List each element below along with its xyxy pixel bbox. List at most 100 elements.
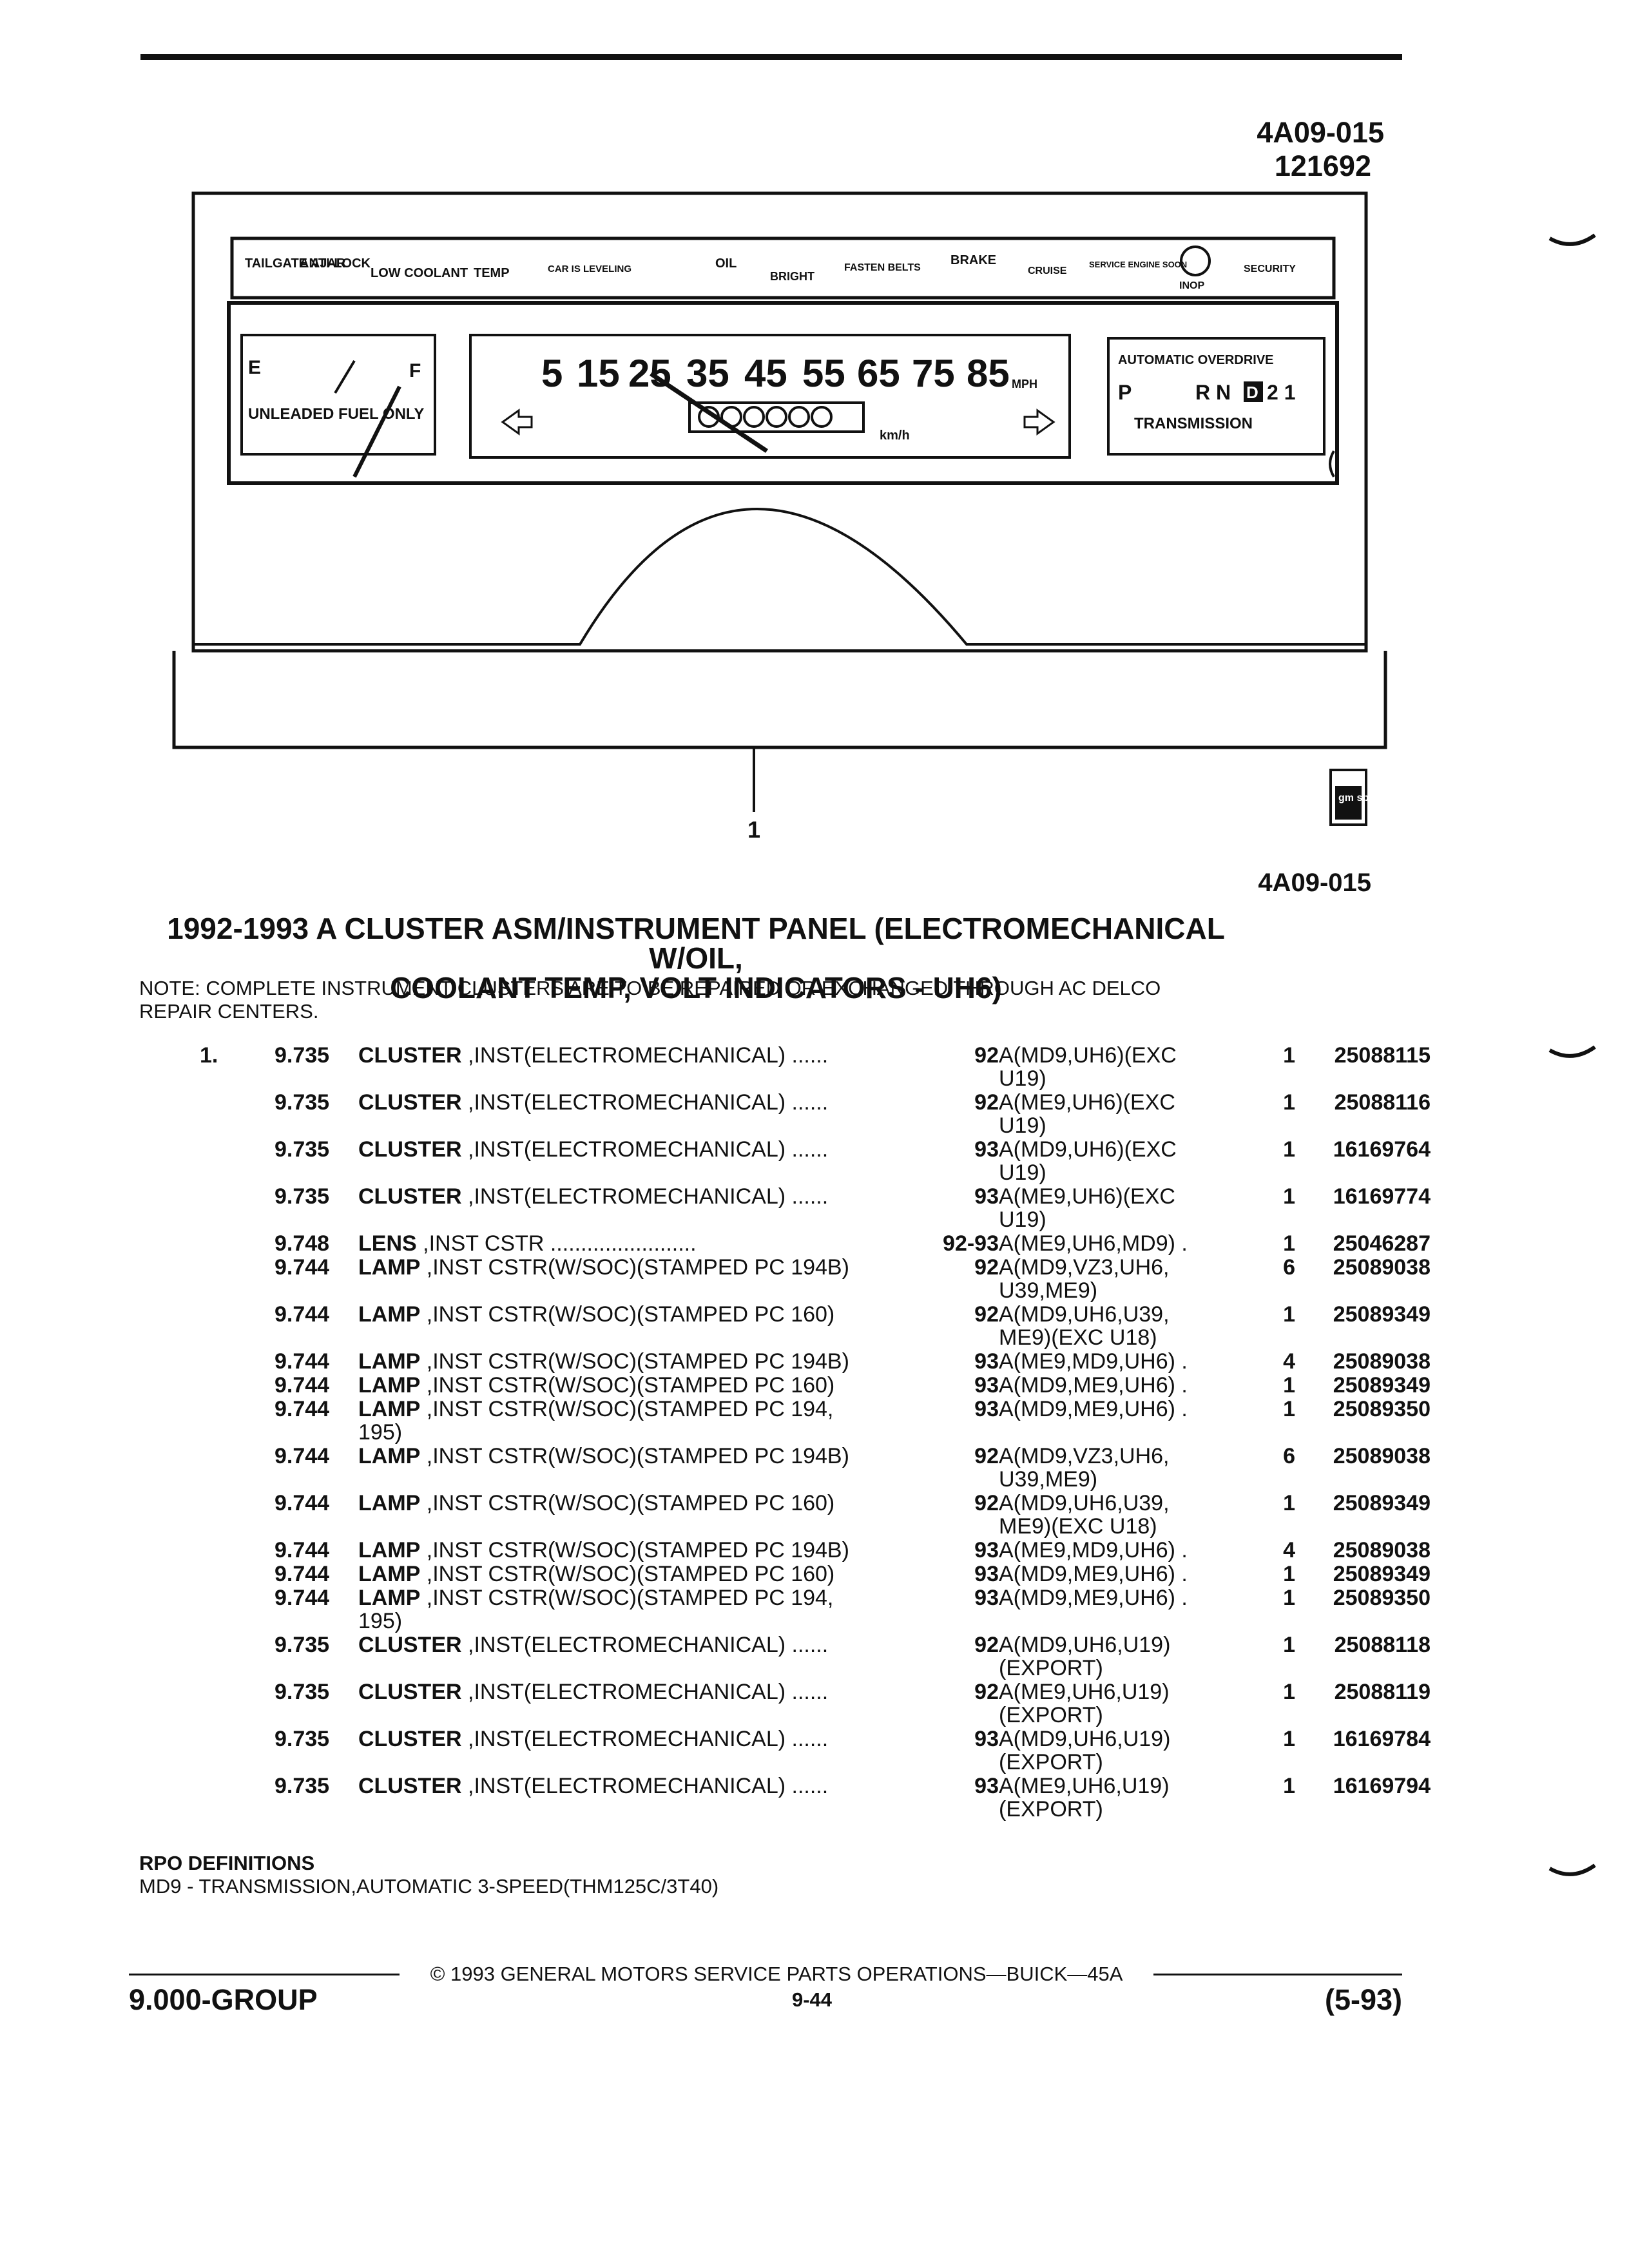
part-detail: ,INST CSTR(W/SOC)(STAMPED PC 194B) (426, 1538, 849, 1562)
indicator-antilock: ANTI-LOCK (300, 256, 371, 271)
gm-spo-logo: gm spo (1329, 769, 1375, 826)
quantity: 1 (1283, 1774, 1295, 1798)
part-name: LAMP (358, 1255, 421, 1280)
group-number: 9.744 (275, 1586, 330, 1610)
indicator-security: SECURITY (1244, 264, 1296, 274)
usage: A(MD9,UH6)(EXC U19) (999, 1137, 1177, 1185)
part-description: LAMP ,INST CSTR(W/SOC)(STAMPED PC 194B) (358, 1350, 1035, 1373)
part-detail: ,INST(ELECTROMECHANICAL) ...... (468, 1774, 829, 1798)
model-year: 92-93 (943, 1231, 999, 1256)
part-number: 25089349 (1333, 1302, 1431, 1327)
speed-65: 65 (857, 352, 900, 395)
part-description: CLUSTER ,INST(ELECTROMECHANICAL) ...... (358, 1091, 1035, 1114)
indicator-row: TAILGATE AJAR ANTI-LOCK LOW COOLANT TEMP… (245, 245, 1296, 291)
part-number: 16169774 (1333, 1184, 1431, 1209)
note: NOTE: COMPLETE INSTRUMENT CLUSTERS ARE T… (139, 977, 1364, 1023)
part-name: CLUSTER (358, 1184, 462, 1209)
speed-unit-kmh: km/h (880, 428, 910, 443)
part-number: 25089350 (1333, 1397, 1431, 1421)
rpo-heading: RPO DEFINITIONS (139, 1852, 315, 1874)
usage: A(MD9,UH6,U19) (EXPORT) (999, 1727, 1171, 1774)
indicator-cruise: CRUISE (1028, 265, 1067, 276)
indicator-leveling: CAR IS LEVELING (548, 264, 631, 274)
usage: A(ME9,UH6)(EXC U19) (999, 1090, 1175, 1138)
speed-45: 45 (744, 352, 787, 395)
quantity: 6 (1283, 1255, 1295, 1280)
indicator-tailgate: TAILGATE AJAR (245, 256, 346, 271)
usage: A(ME9,UH6,U19) (EXPORT) (999, 1680, 1170, 1727)
model-year: 93 (974, 1137, 999, 1162)
figure-date: 121692 (1274, 149, 1371, 182)
part-detail: ,INST CSTR(W/SOC)(STAMPED PC 194, 195) (358, 1586, 834, 1633)
svg-text:D: D (1246, 383, 1258, 402)
group-number: 9.735 (275, 1137, 330, 1162)
usage: A(ME9,MD9,UH6) . (999, 1349, 1188, 1374)
part-number: 25089349 (1333, 1491, 1431, 1515)
group-number: 9.744 (275, 1491, 330, 1515)
part-detail: ,INST CSTR(W/SOC)(STAMPED PC 160) (426, 1562, 835, 1586)
group-number: 9.744 (275, 1538, 330, 1562)
binding-mark (1548, 1045, 1596, 1058)
part-detail: ,INST CSTR(W/SOC)(STAMPED PC 194B) (426, 1444, 849, 1468)
part-description: CLUSTER ,INST(ELECTROMECHANICAL) ...... (358, 1138, 1035, 1161)
indicator-bright: BRIGHT (770, 270, 815, 283)
quantity: 1 (1283, 1043, 1295, 1068)
parts-row: 9.744 LAMP ,INST CSTR(W/SOC)(STAMPED PC 1… (148, 1444, 1431, 1491)
usage: A(MD9,UH6,U39, ME9)(EXC U18) (999, 1491, 1170, 1539)
quantity: 1 (1283, 1586, 1295, 1610)
group-number: 9.744 (275, 1302, 330, 1327)
footer-page-number: 9-44 (791, 1988, 833, 2011)
svg-text:TRANSMISSION: TRANSMISSION (1134, 415, 1253, 432)
part-description: CLUSTER ,INST(ELECTROMECHANICAL) ...... (358, 1727, 1035, 1751)
part-description: LENS ,INST CSTR ........................ (358, 1232, 1035, 1255)
part-number: 25088119 (1334, 1680, 1431, 1704)
part-name: CLUSTER (358, 1680, 462, 1704)
page-title: 1992-1993 A CLUSTER ASM/INSTRUMENT PANEL… (129, 914, 1263, 1003)
group-number: 9.744 (275, 1397, 330, 1421)
svg-text:P: P (1118, 381, 1132, 404)
rpo-md9: MD9 - TRANSMISSION,AUTOMATIC 3-SPEED(THM… (139, 1875, 719, 1898)
part-name: LAMP (358, 1302, 421, 1327)
part-number: 25089038 (1333, 1255, 1431, 1280)
footer-rule-left (129, 1974, 400, 1975)
speed-55: 55 (802, 352, 845, 395)
indicator-brake: BRAKE (950, 253, 996, 267)
note-line-2: REPAIR CENTERS. (139, 1000, 319, 1023)
usage: A(ME9,UH6,U19) (EXPORT) (999, 1774, 1170, 1821)
part-description: LAMP ,INST CSTR(W/SOC)(STAMPED PC 160) (358, 1562, 1035, 1586)
usage: A(MD9,UH6,U39, ME9)(EXC U18) (999, 1302, 1170, 1350)
model-year: 93 (974, 1774, 999, 1798)
indicator-fasten-belts: FASTEN BELTS (844, 262, 921, 273)
group-number: 9.735 (275, 1184, 330, 1209)
footer-rule-right (1153, 1974, 1402, 1975)
usage: A(MD9,ME9,UH6) . (999, 1562, 1188, 1586)
part-number: 25089038 (1333, 1349, 1431, 1374)
part-number: 25088118 (1334, 1633, 1431, 1657)
part-detail: ,INST(ELECTROMECHANICAL) ...... (468, 1137, 829, 1162)
indicator-service-engine: SERVICE ENGINE SOON (1089, 260, 1187, 269)
part-detail: ,INST(ELECTROMECHANICAL) ...... (468, 1633, 829, 1657)
usage: A(ME9,UH6)(EXC U19) (999, 1184, 1175, 1232)
figure-id: 4A09-015 (1257, 116, 1384, 149)
group-number: 9.744 (275, 1444, 330, 1468)
part-description: LAMP ,INST CSTR(W/SOC)(STAMPED PC 194, 1… (358, 1586, 1035, 1633)
usage: A(MD9,ME9,UH6) . (999, 1373, 1188, 1398)
part-name: LAMP (358, 1491, 421, 1515)
binding-mark (1548, 233, 1596, 246)
group-number: 9.744 (275, 1373, 330, 1398)
part-detail: ,INST CSTR(W/SOC)(STAMPED PC 160) (426, 1491, 835, 1515)
part-detail: ,INST CSTR(W/SOC)(STAMPED PC 194B) (426, 1349, 849, 1374)
quantity: 1 (1283, 1727, 1295, 1751)
part-description: LAMP ,INST CSTR(W/SOC)(STAMPED PC 194B) (358, 1445, 1035, 1468)
part-description: CLUSTER ,INST(ELECTROMECHANICAL) ...... (358, 1044, 1035, 1067)
part-name: CLUSTER (358, 1137, 462, 1162)
quantity: 1 (1283, 1633, 1295, 1657)
speed-75: 75 (912, 352, 955, 395)
model-year: 93 (974, 1349, 999, 1374)
parts-row: 9.744 LAMP ,INST CSTR(W/SOC)(STAMPED PC 1… (148, 1491, 1431, 1539)
part-description: CLUSTER ,INST(ELECTROMECHANICAL) ...... (358, 1633, 1035, 1657)
